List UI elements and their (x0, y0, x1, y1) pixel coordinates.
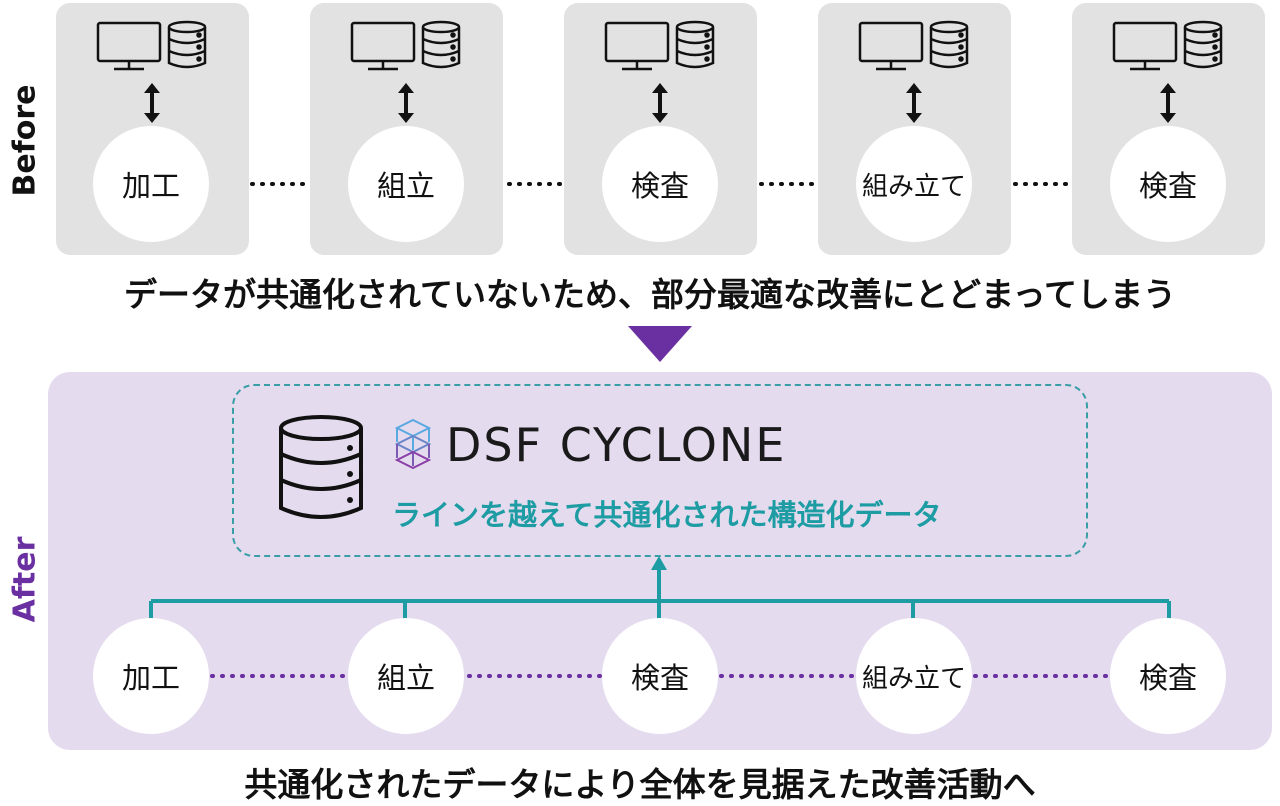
double-arrow-icon (144, 83, 160, 123)
before-caption: データが共通化されていないため、部分最適な改善にとどまってしまう (123, 275, 1177, 314)
database-icon (929, 20, 969, 69)
panel-icons (1112, 20, 1223, 71)
down-triangle-icon (628, 326, 692, 362)
after-step-2: 組立 (348, 618, 464, 734)
database-icon (279, 415, 363, 519)
double-arrow-icon (1160, 83, 1176, 123)
before-step-1: 加工 (93, 126, 209, 242)
dsf-cyclone-box (232, 384, 1088, 557)
before-step-4: 組み立て (856, 126, 972, 242)
before-step-2: 組立 (348, 126, 464, 242)
panel-icons (96, 20, 207, 71)
after-step-4: 組み立て (856, 618, 972, 734)
dsf-subtitle: ラインを越えて共通化された構造化データ (392, 498, 942, 532)
double-arrow-icon (906, 83, 922, 123)
up-arrowhead (651, 556, 667, 570)
before-step-5: 検査 (1110, 126, 1226, 242)
panel-icons (350, 20, 461, 71)
database-icon (1183, 20, 1223, 69)
monitor-icon (96, 21, 162, 71)
double-arrow-icon (398, 83, 414, 123)
database-icon (675, 20, 715, 69)
after-step-1: 加工 (93, 618, 209, 734)
database-icon (421, 20, 461, 69)
brand-name: DSF CYCLONE (446, 418, 787, 472)
after-step-3: 検査 (602, 618, 718, 734)
double-arrow-icon (652, 83, 668, 123)
panel-icons (858, 20, 969, 71)
monitor-icon (858, 21, 924, 71)
monitor-icon (604, 21, 670, 71)
after-caption: 共通化されたデータにより全体を見据えた改善活動へ (244, 765, 1036, 804)
panel-icons (604, 20, 715, 71)
before-step-3: 検査 (602, 126, 718, 242)
monitor-icon (1112, 21, 1178, 71)
database-icon (167, 20, 207, 69)
dsf-cyclone-logo-icon (394, 418, 432, 470)
monitor-icon (350, 21, 416, 71)
after-step-5: 検査 (1110, 618, 1226, 734)
